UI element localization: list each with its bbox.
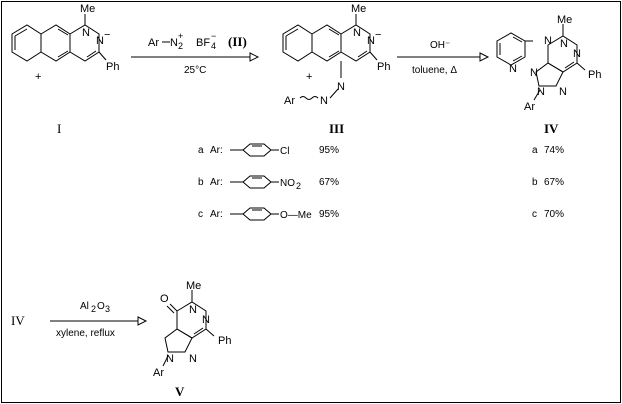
compound-iii-plus: + (306, 71, 312, 83)
svg-text:67%: 67% (319, 177, 339, 188)
svg-text:a: a (532, 145, 538, 156)
compound-i-n2: N (96, 35, 104, 47)
svg-text:−: − (211, 31, 216, 41)
compound-iv-structure (496, 24, 586, 101)
svg-text:a: a (198, 145, 204, 156)
svg-text:70%: 70% (544, 209, 564, 220)
svg-text:+: + (178, 31, 183, 41)
compound-iv-n2: N (573, 48, 581, 60)
svg-text:Ar:: Ar: (210, 145, 223, 156)
compound-iv-tri-n2: N (537, 86, 545, 98)
compound-v-structure (162, 290, 215, 367)
svg-text:Al: Al (80, 301, 89, 312)
compound-iii-n1: N (353, 27, 361, 39)
compound-v-tri-n2: N (166, 353, 174, 365)
svg-text:NO: NO (280, 178, 295, 189)
compound-iv-nh: N (544, 35, 552, 47)
svg-text:2: 2 (178, 41, 183, 51)
compound-v-me: Me (186, 280, 201, 292)
compound-i-n1: N (82, 27, 90, 39)
compound-iv-label: IV (544, 121, 559, 136)
svg-text:67%: 67% (544, 177, 564, 188)
compound-iv-tri-n3: N (559, 86, 567, 98)
compound-iv-me: Me (557, 14, 572, 26)
substituent-row-b: b Ar: NO 2 67% b 67% (198, 175, 564, 191)
step3-arrowhead (137, 316, 148, 326)
compound-iv-tri-n1: N (530, 67, 538, 79)
compound-iv-ph: Ph (588, 69, 601, 81)
compound-i-structure (11, 14, 107, 62)
svg-text:b: b (532, 177, 538, 188)
substituent-row-a: a Ar: Cl 95% a 74% (198, 143, 564, 157)
svg-text:b: b (198, 177, 204, 188)
compound-v-n2: N (202, 314, 210, 326)
svg-text:Ar:: Ar: (210, 177, 223, 188)
svg-text:95%: 95% (319, 209, 339, 220)
step2-condition: toluene, Δ (412, 65, 457, 76)
svg-text:2: 2 (296, 181, 301, 191)
substituent-row-c: c Ar: O—Me 95% c 70% (198, 207, 564, 221)
compound-iii-ph: Ph (377, 61, 390, 73)
compound-i-me: Me (80, 3, 95, 15)
step2-reagent: OH⁻ (430, 40, 450, 51)
step1-reagent: Ar N 2 + BF 4 − (II) (148, 31, 247, 51)
compound-iii-label: III (329, 121, 344, 136)
step3-start-label: IV (11, 313, 25, 328)
step1-arrowhead (249, 52, 260, 62)
compound-iii-n2: N (367, 35, 375, 47)
svg-text:N: N (170, 37, 178, 49)
compound-iv-pyr-n: N (509, 63, 517, 75)
compound-iii-minus: − (375, 29, 381, 41)
svg-text:2: 2 (91, 304, 96, 314)
compound-iii-structure (282, 14, 378, 100)
compound-v-n1: N (189, 304, 197, 316)
compound-iii-n-azo2: N (320, 95, 328, 107)
step3-condition: xylene, reflux (56, 328, 115, 339)
compound-iv-n1: N (560, 38, 568, 50)
compound-v-ar: Ar (153, 367, 164, 379)
compound-iii-me: Me (351, 3, 366, 15)
compound-iv-ar: Ar (524, 101, 535, 113)
compound-iii-n-azo1: N (337, 81, 345, 93)
compound-i-minus: − (104, 29, 110, 41)
step2-arrowhead (479, 52, 490, 62)
svg-text:c: c (198, 209, 203, 220)
svg-text:Ar: Ar (148, 37, 159, 49)
compound-v-ph: Ph (218, 335, 231, 347)
svg-text:O: O (97, 301, 105, 312)
compound-i-plus: + (35, 71, 41, 83)
step1-condition: 25°C (184, 65, 206, 76)
svg-text:Cl: Cl (280, 146, 289, 157)
svg-text:c: c (532, 209, 537, 220)
svg-text:74%: 74% (544, 145, 564, 156)
compound-v-o: O (160, 293, 169, 305)
compound-v-tri-n3: N (189, 353, 197, 365)
svg-text:(II): (II) (228, 34, 247, 49)
step3-reagent: Al 2 O 3 (80, 301, 110, 314)
svg-text:95%: 95% (319, 145, 339, 156)
compound-v-label: V (175, 384, 185, 399)
svg-text:Ar:: Ar: (210, 209, 223, 220)
svg-text:4: 4 (211, 41, 216, 51)
svg-text:3: 3 (105, 304, 110, 314)
compound-i-ph: Ph (106, 61, 119, 73)
svg-text:BF: BF (196, 37, 210, 49)
compound-i-label: I (57, 121, 61, 136)
compound-iii-ar: Ar (284, 95, 295, 107)
svg-text:O—Me: O—Me (280, 210, 312, 221)
